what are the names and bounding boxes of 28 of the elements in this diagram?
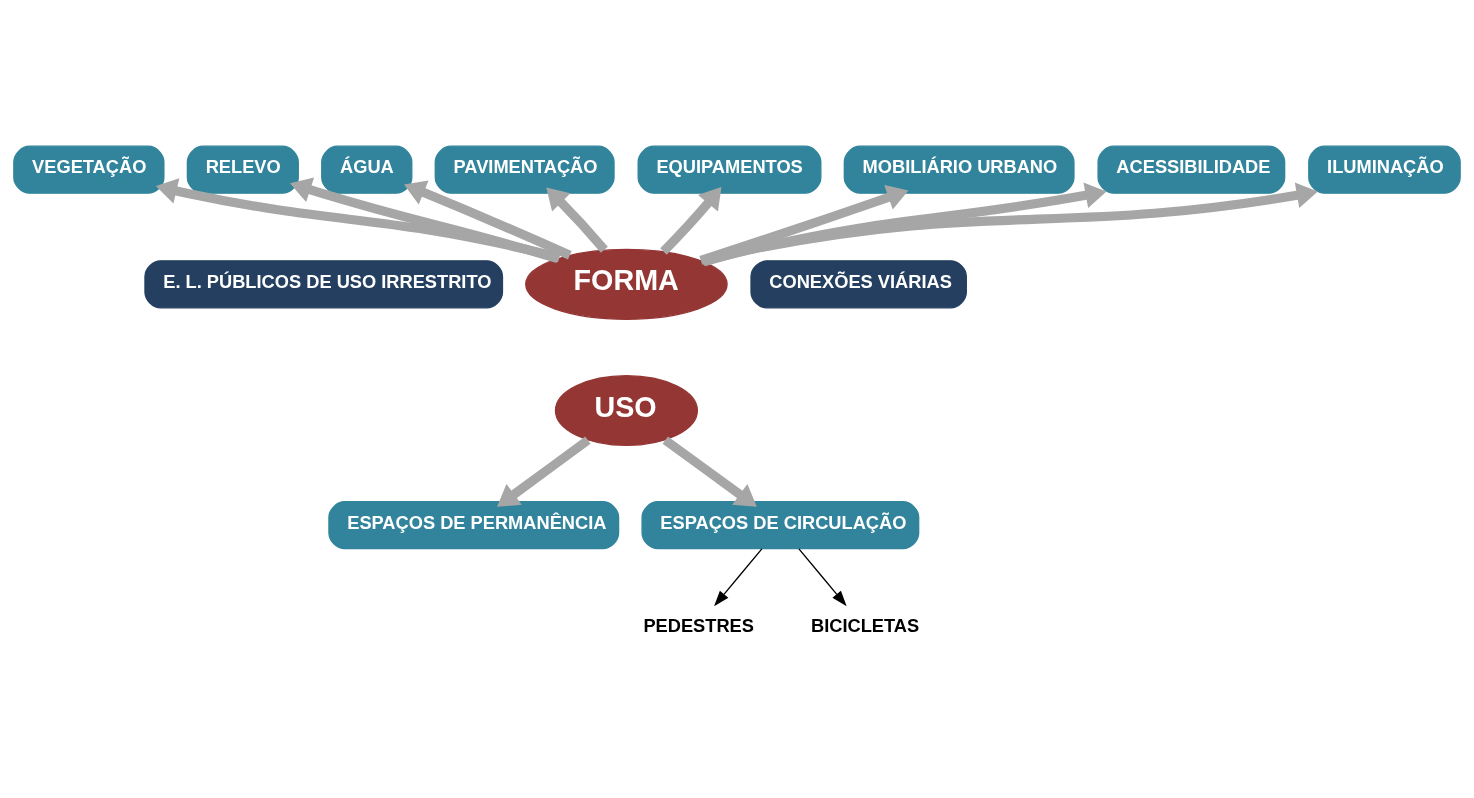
- arrow: [699, 185, 909, 265]
- node-box: MOBILIÁRIO URBANO: [843, 145, 1075, 194]
- node-box: ÁGUA: [321, 145, 413, 194]
- arrow: [404, 180, 572, 260]
- arrow: [701, 182, 1318, 266]
- node-text: PEDESTRES: [643, 614, 754, 636]
- node-box: E. L. PÚBLICOS DE USO IRRESTRITO: [144, 260, 504, 309]
- node-box: VEGETAÇÃO: [13, 145, 165, 194]
- node-ellipse: USO: [554, 375, 699, 447]
- node-box: ILUMINAÇÃO: [1308, 145, 1461, 194]
- node-text: BICICLETAS: [811, 614, 920, 636]
- node-box: ESPAÇOS DE PERMANÊNCIA: [328, 501, 620, 550]
- arrow: [497, 436, 591, 507]
- arrow: [660, 186, 722, 255]
- node-box: RELEVO: [186, 145, 299, 194]
- node-box: ACESSIBILIDADE: [1097, 145, 1286, 194]
- node-ellipse: FORMA: [525, 248, 728, 320]
- arrow: [155, 178, 561, 263]
- arrow: [702, 182, 1107, 267]
- arrow: [798, 548, 847, 607]
- node-box: ESPAÇOS DE CIRCULAÇÃO: [641, 501, 920, 550]
- arrow: [714, 548, 763, 607]
- node-box: CONEXÕES VIÁRIAS: [750, 260, 967, 309]
- arrow: [546, 187, 608, 253]
- arrow: [290, 177, 560, 264]
- node-box: PAVIMENTAÇÃO: [434, 145, 615, 194]
- node-box: EQUIPAMENTOS: [637, 145, 822, 194]
- arrow: [662, 436, 757, 507]
